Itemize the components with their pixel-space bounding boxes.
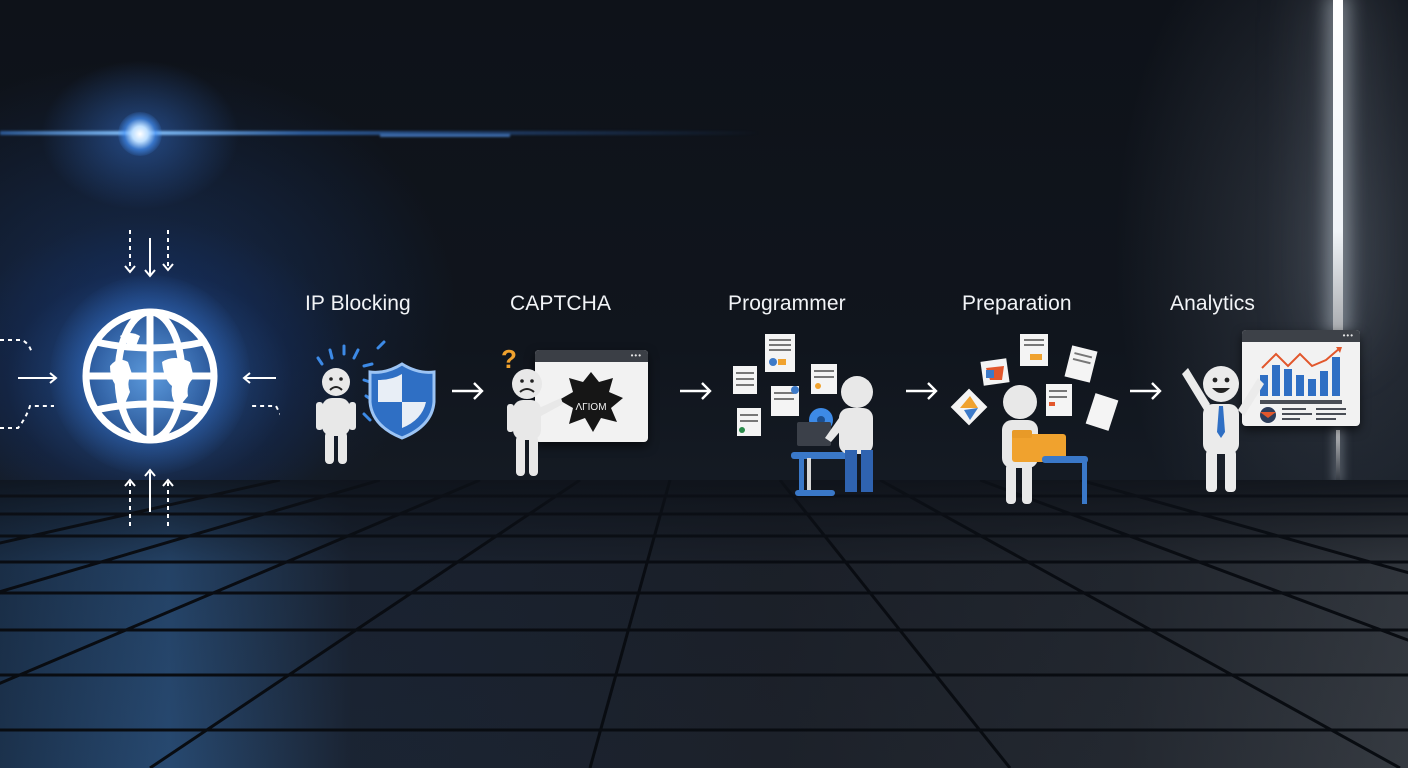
shield-icon xyxy=(368,362,436,440)
tie-icon xyxy=(1217,406,1225,438)
analytics-illustration: ••• xyxy=(1176,328,1366,498)
lens-flare-streak-secondary xyxy=(380,134,510,137)
captcha-blot: ΛΓIOM xyxy=(559,372,623,432)
captcha-illustration: ••• ΛΓIOM ? xyxy=(495,342,655,480)
programmer-illustration xyxy=(733,334,873,496)
svg-text:ΛΓIOM: ΛΓIOM xyxy=(575,402,606,413)
laptop-icon xyxy=(797,422,831,446)
stage-label-ip-blocking: IP Blocking xyxy=(305,292,411,315)
folder-icon xyxy=(1012,434,1066,462)
analytics-chart-board: ••• xyxy=(1242,330,1360,426)
connector-arrow-3 xyxy=(906,382,938,400)
lens-flare-core xyxy=(118,112,162,156)
confused-figure xyxy=(507,369,563,476)
stage-label-preparation: Preparation xyxy=(962,292,1072,315)
connector-arrow-1 xyxy=(452,382,484,400)
question-mark-icon: ? xyxy=(501,344,517,374)
incoming-dashed-arrows xyxy=(0,230,280,526)
bar-chart-icon xyxy=(1260,347,1346,423)
vertical-light-beam xyxy=(1333,0,1343,330)
desk xyxy=(791,452,853,459)
lens-flare-streak xyxy=(0,131,760,135)
floating-documents xyxy=(733,334,837,436)
stage-label-programmer: Programmer xyxy=(728,292,846,315)
preparation-illustration xyxy=(950,334,1119,504)
captcha-window: ••• ΛΓIOM xyxy=(535,350,648,442)
ip-blocking-illustration xyxy=(316,340,436,464)
stage-label-captcha: CAPTCHA xyxy=(510,292,612,315)
tiled-floor xyxy=(0,480,1408,768)
connector-arrow-4 xyxy=(1130,382,1162,400)
connector-arrow-2 xyxy=(680,382,712,400)
globe-icon xyxy=(82,308,218,444)
happy-figure xyxy=(1182,366,1264,492)
stage-label-analytics: Analytics xyxy=(1170,292,1255,315)
vertical-light-beam-lower xyxy=(1336,430,1340,480)
